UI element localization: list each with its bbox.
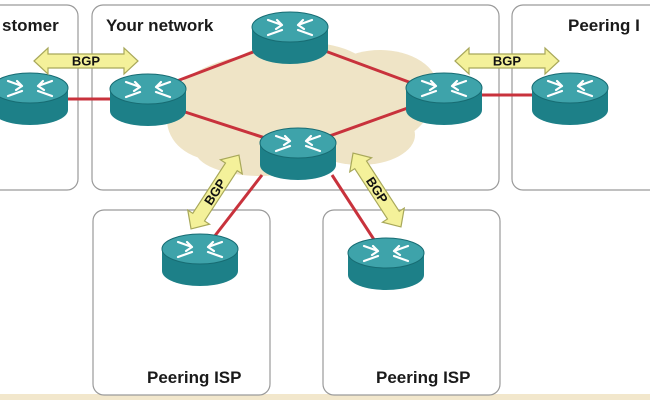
bgp-label-peering-top-right: BGP — [493, 54, 522, 69]
router-icon-bottom-right — [346, 236, 426, 292]
router-icon-right — [404, 71, 484, 127]
router-icon-top — [250, 10, 330, 66]
router-icon-bottom-left — [160, 232, 240, 288]
bgp-arrow-customer: BGP — [33, 46, 139, 76]
router-icon-center — [258, 126, 338, 182]
peering-top-right-label: Peering I — [568, 16, 640, 35]
router-icon-peer-right — [530, 71, 610, 127]
your-network-label: Your network — [106, 16, 214, 35]
peering-bottom-right-label: Peering ISP — [376, 368, 470, 387]
bgp-arrow-peering-bottom-right: BGP — [348, 152, 406, 228]
peering-bottom-left-label: Peering ISP — [147, 368, 241, 387]
router-icon-customer — [0, 71, 70, 127]
customer-label: stomer — [2, 16, 59, 35]
router-icon-left — [108, 72, 188, 128]
bgp-arrow-peering-top-right: BGP — [454, 46, 560, 76]
bottom-band — [0, 394, 650, 400]
bgp-label-customer: BGP — [72, 54, 101, 69]
